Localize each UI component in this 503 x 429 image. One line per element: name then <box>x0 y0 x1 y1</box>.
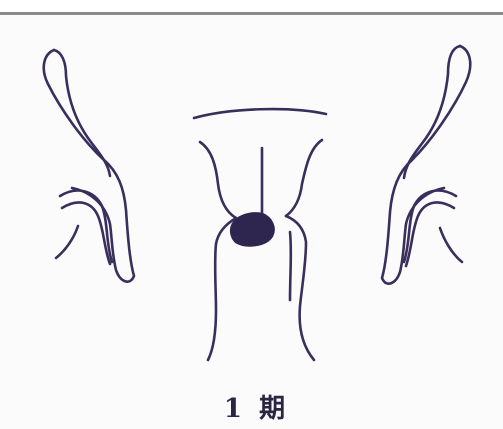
right-pelvic-wall <box>382 46 470 284</box>
lesion-marker <box>231 214 273 246</box>
left-pelvic-wall <box>44 50 134 282</box>
stage-caption: 1 期 <box>0 388 503 425</box>
